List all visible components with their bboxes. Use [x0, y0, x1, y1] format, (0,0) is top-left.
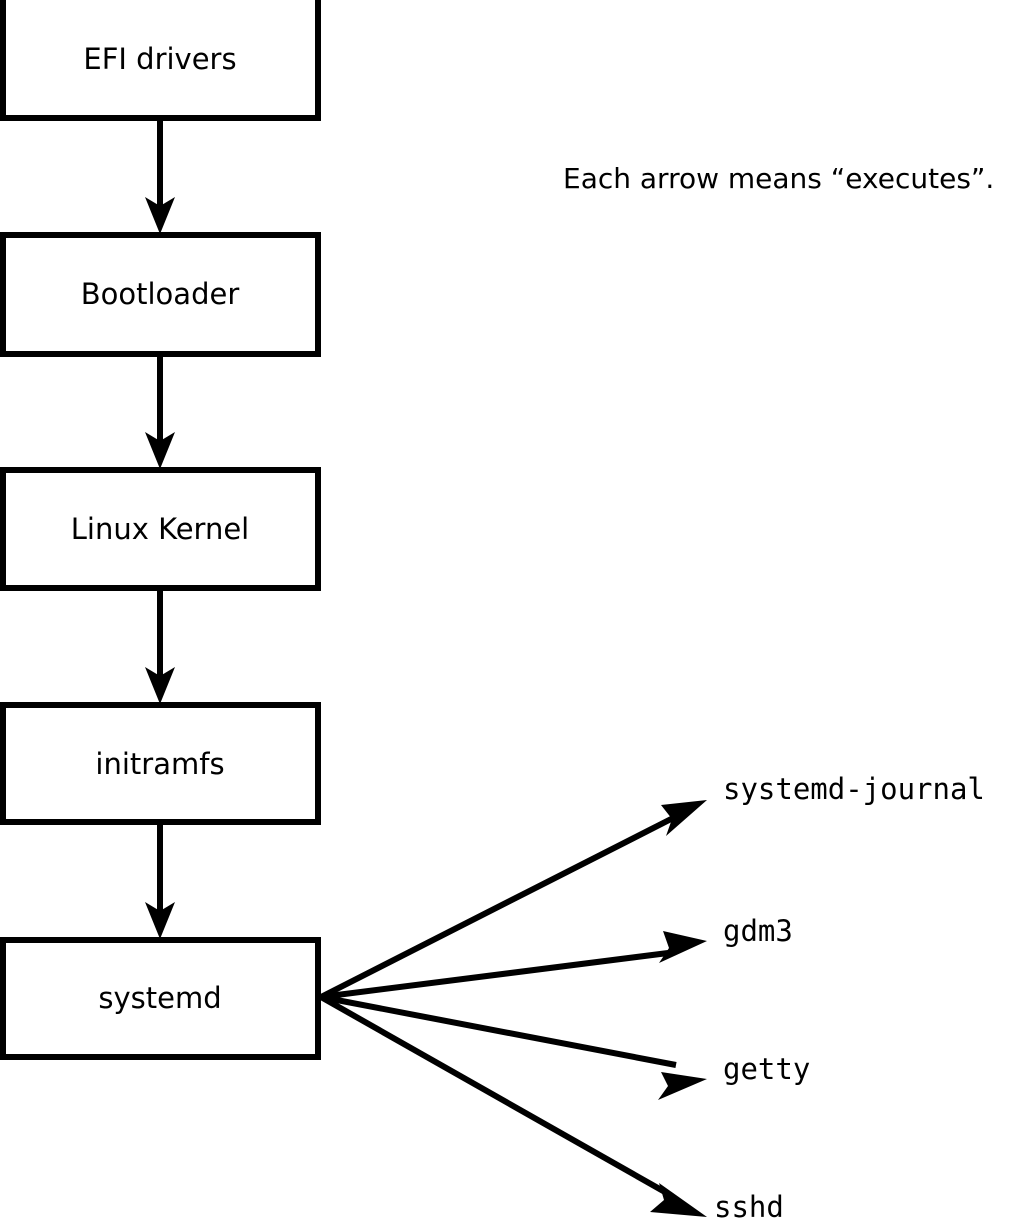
node-initramfs[interactable]: initramfs [0, 702, 321, 825]
diagram-caption: Each arrow means “executes”. [563, 162, 994, 195]
node-efi-drivers[interactable]: EFI drivers [0, 0, 321, 121]
leaf-label-getty[interactable]: getty [723, 1052, 810, 1086]
node-initramfs-rect[interactable] [0, 702, 321, 825]
edge-systemd-to-getty [320, 994, 707, 1100]
edge-kernel-to-initramfs [145, 588, 175, 704]
leaf-label-gdm3[interactable]: gdm3 [723, 914, 793, 948]
fanout-edges-group [319, 800, 707, 1217]
node-initramfs-label: initramfs [95, 747, 224, 781]
edge-systemd-to-sshd [319, 994, 707, 1217]
edge-initramfs-to-systemd [145, 822, 175, 939]
node-linux-kernel[interactable]: Linux Kernel [0, 467, 321, 591]
edge-bootloader-to-kernel [145, 354, 175, 469]
edge-efi-to-bootloader [145, 118, 175, 234]
leaf-label-sshd[interactable]: sshd [714, 1190, 784, 1224]
node-linux-kernel-label: Linux Kernel [71, 512, 249, 546]
chain-nodes-group: EFI drivers Bootloader Linux Kernel init… [0, 0, 321, 1060]
node-systemd[interactable]: systemd [0, 937, 321, 1060]
node-linux-kernel-rect[interactable] [0, 467, 321, 591]
node-bootloader-rect[interactable] [0, 232, 321, 357]
node-bootloader-label: Bootloader [81, 277, 240, 311]
leaf-label-systemd-journal[interactable]: systemd-journal [723, 772, 985, 806]
node-efi-drivers-label: EFI drivers [83, 42, 236, 76]
node-systemd-label: systemd [98, 981, 221, 1015]
chain-edges-group [145, 118, 175, 939]
node-efi-drivers-rect[interactable] [0, 0, 321, 121]
edge-systemd-to-systemd-journal [319, 800, 707, 1000]
edge-systemd-to-gdm3 [320, 931, 707, 1000]
fanout-labels-group: systemd-journal gdm3 getty sshd [714, 772, 985, 1224]
node-bootloader[interactable]: Bootloader [0, 232, 321, 357]
node-systemd-rect[interactable] [0, 937, 321, 1060]
